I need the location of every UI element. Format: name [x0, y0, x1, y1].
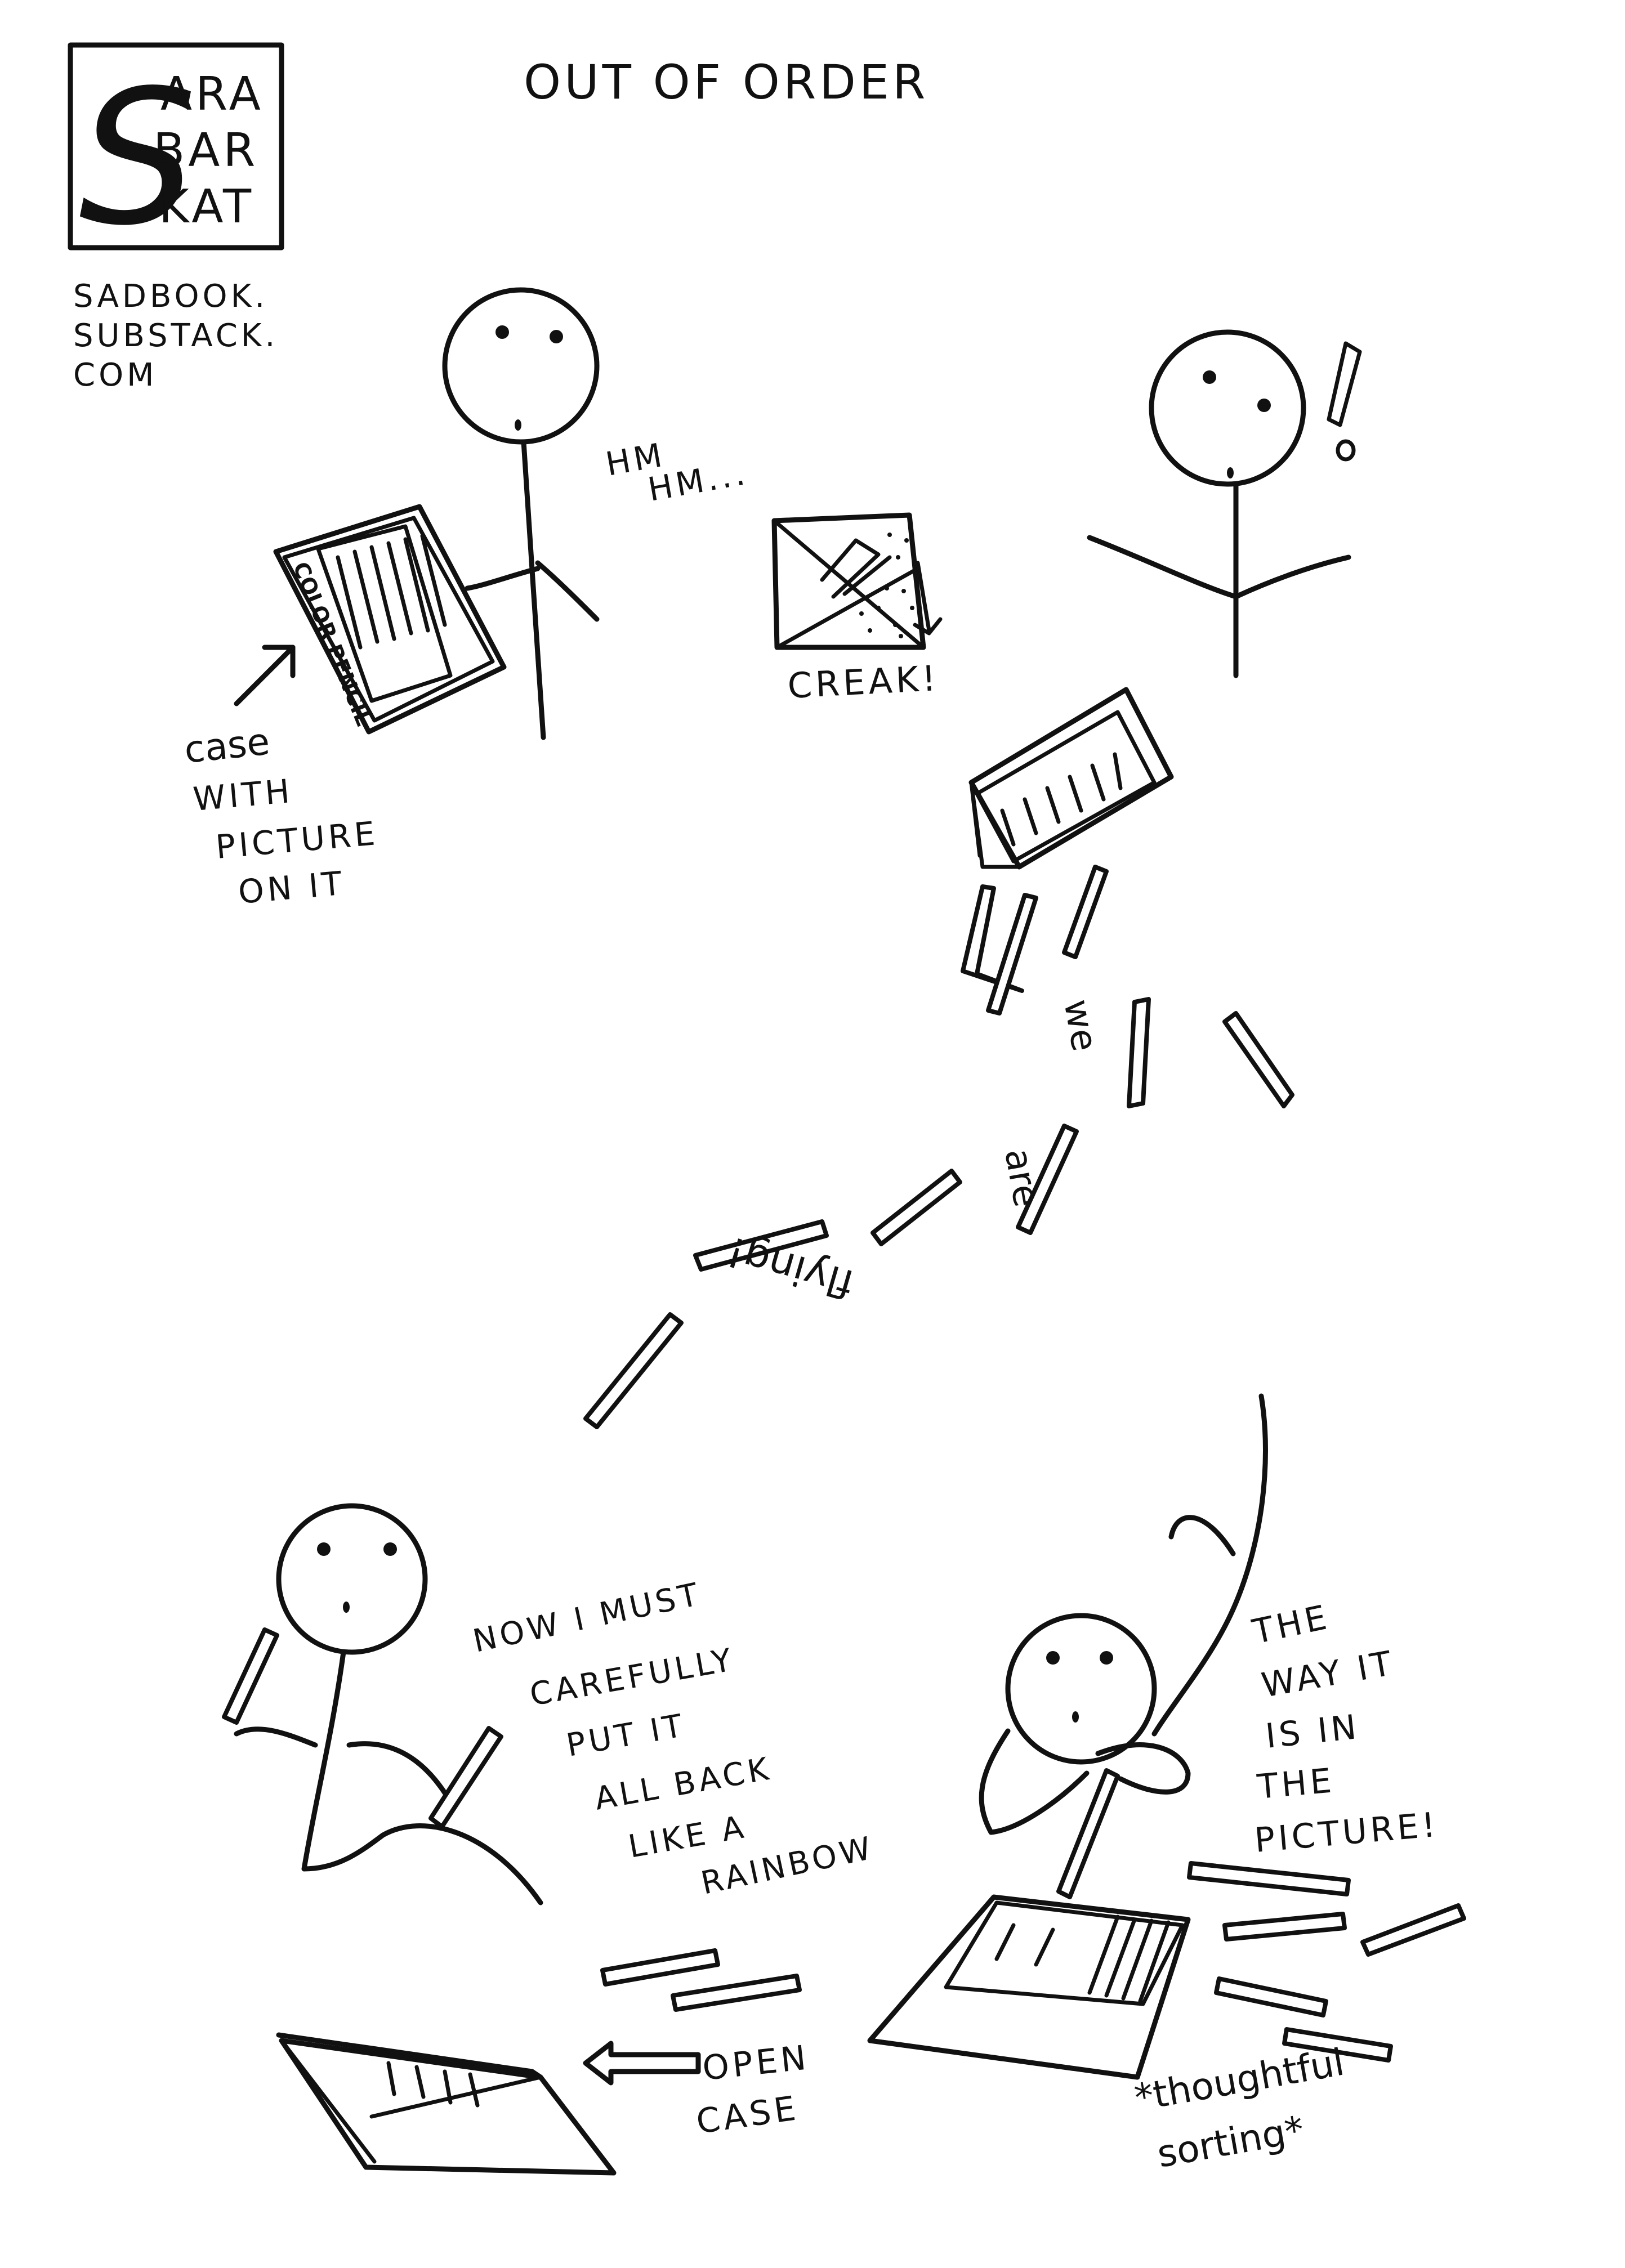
pencil-held-p4 — [1056, 1768, 1120, 1899]
caption-line1: case — [182, 719, 272, 771]
panel-1: COLOR PENCIL HM HM... case WITH PICTURE … — [182, 287, 751, 911]
speech4-line5: PICTURE! — [1253, 1805, 1440, 1860]
speech3-line3: PUT IT — [564, 1707, 689, 1764]
caption-line3: PICTURE — [214, 814, 380, 866]
arrow-to-case — [234, 645, 296, 706]
pencil-fly-9 — [583, 1312, 684, 1429]
stick-figure-4 — [979, 1613, 1191, 1835]
speech4-line4: THE — [1255, 1761, 1336, 1807]
pencil-floor-7 — [1282, 2027, 1393, 2063]
pencil-floor-3 — [1187, 1861, 1351, 1896]
caption-line4: ON IT — [236, 864, 346, 911]
credit-line3: COM — [73, 357, 158, 393]
pencil-floor-4 — [1222, 1912, 1347, 1942]
pencil-fly-2 — [986, 893, 1038, 1016]
pencil-floor-1 — [600, 1948, 720, 1987]
sound-creak: CREAK! — [787, 657, 940, 706]
speech3-line4: ALL BACK — [592, 1751, 775, 1818]
speech4-line2: WAY IT — [1258, 1643, 1398, 1705]
arrow-to-open-case — [583, 2041, 701, 2086]
caption-thoughtful: *thoughtful — [1131, 2041, 1347, 2120]
speech3-line2: CAREFULLY — [527, 1641, 738, 1714]
credit: SADBOOK. SUBSTACK. COM — [73, 278, 278, 393]
pencil-case-falling — [968, 687, 1174, 870]
logo-initial: S — [79, 50, 197, 266]
flying-text-we: we — [1055, 996, 1105, 1054]
hanging-line — [1151, 1393, 1268, 1737]
pencil-held-left — [222, 1627, 279, 1725]
logo-line2: BAR — [153, 124, 258, 177]
open-case-line1: OPEN — [700, 2038, 811, 2088]
pencil-fly-7 — [870, 1169, 962, 1246]
logo-box: S ARA BAR KAT — [68, 42, 284, 266]
pencil-case-open-right — [867, 1894, 1191, 2080]
pencil-fly-3 — [1062, 865, 1109, 959]
pencil-case-open-left — [276, 2032, 617, 2176]
logo-line1: ARA — [160, 68, 264, 121]
stick-figure-1 — [442, 287, 600, 740]
caption-line2: WITH — [191, 772, 294, 818]
pencil-floor-6 — [1214, 1976, 1328, 2018]
panel-4: THE WAY IT IS IN THE PICTURE! *thoughtfu… — [867, 1393, 1466, 2176]
logo-line3: KAT — [159, 180, 255, 234]
flying-pencils: we are flying! — [583, 865, 1294, 1429]
credit-line1: SADBOOK. — [73, 278, 268, 315]
stick-figure-3 — [234, 1503, 543, 1905]
speech3-line1: NOW I MUST — [470, 1576, 704, 1659]
panel-3: NOW I MUST CAREFULLY PUT IT ALL BACK LIK… — [222, 1503, 877, 2176]
comic-title: OUT OF ORDER — [524, 55, 928, 110]
pencil-case-closed: COLOR PENCIL — [273, 504, 507, 735]
dots-pattern — [859, 533, 917, 638]
panel-2: CREAK! — [771, 329, 1362, 870]
pencil-fly-4 — [1127, 997, 1151, 1108]
speech-panel-4: THE WAY IT IS IN THE PICTURE! — [1249, 1598, 1440, 1860]
pencil-held-right — [428, 1726, 503, 1829]
stick-figure-2 — [1087, 329, 1351, 678]
speech4-line1: THE — [1249, 1598, 1333, 1652]
speech4-line3: IS IN — [1264, 1707, 1361, 1756]
speech3-line5: LIKE A — [626, 1809, 749, 1866]
creak-inset — [771, 512, 943, 650]
pencil-fly-6 — [1016, 1124, 1079, 1235]
speech-panel-3: NOW I MUST CAREFULLY PUT IT ALL BACK LIK… — [470, 1576, 877, 1902]
open-case-line2: CASE — [694, 2088, 801, 2142]
pencil-floor-2 — [671, 1974, 802, 2012]
pencil-fly-5 — [1222, 1011, 1294, 1108]
exclamation — [1327, 341, 1362, 462]
caption-sorting: sorting* — [1154, 2108, 1307, 2176]
case-caption: case WITH PICTURE ON IT — [182, 719, 380, 911]
pencil-floor-5 — [1360, 1903, 1466, 1957]
pencil-fly-8 — [693, 1219, 829, 1272]
flying-text-are: are — [996, 1146, 1047, 1210]
credit-line2: SUBSTACK. — [73, 317, 278, 354]
